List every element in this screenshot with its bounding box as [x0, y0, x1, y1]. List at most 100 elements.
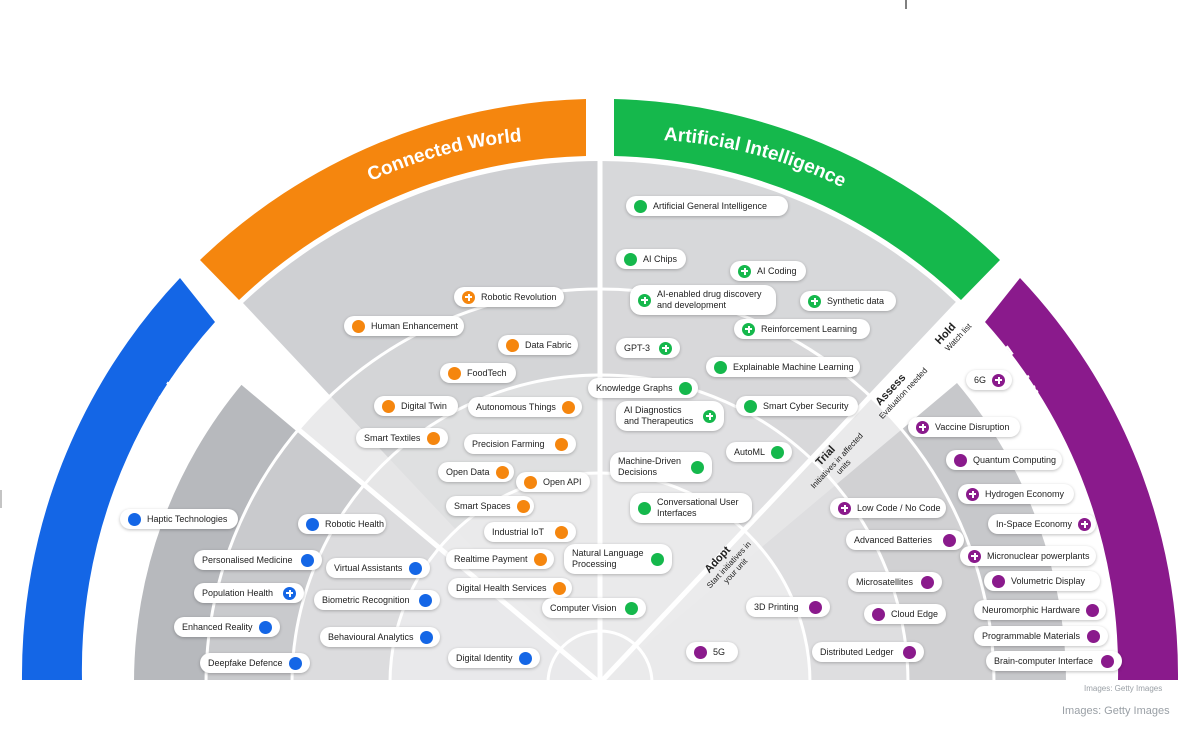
radar-item-ai-coding[interactable]: AI Coding: [730, 261, 806, 281]
radar-item-robotic-revolution[interactable]: Robotic Revolution: [454, 287, 564, 307]
radar-item-haptic[interactable]: Haptic Technologies: [120, 509, 238, 529]
radar-item-agi[interactable]: Artificial General Intelligence: [626, 196, 788, 216]
radar-item-data-fabric[interactable]: Data Fabric: [498, 335, 578, 355]
radar-item-label: Synthetic data: [827, 291, 884, 311]
band-enabling: [985, 278, 1179, 680]
radar-item-vaccine-disruption[interactable]: Vaccine Disruption: [908, 417, 1020, 437]
category-dot-icon: [954, 453, 967, 467]
radar-item-label-line: 3D Printing: [754, 602, 799, 612]
radar-item-label: Biometric Recognition: [322, 590, 410, 610]
radar-item-programmable-materials[interactable]: Programmable Materials: [974, 626, 1108, 646]
category-dot-icon: [419, 630, 433, 644]
category-dot-icon: [419, 593, 432, 607]
radar-item-personalised-medicine[interactable]: Personalised Medicine: [194, 550, 322, 570]
category-dot-icon: [561, 400, 575, 414]
radar-item-label-line: Open API: [543, 477, 582, 487]
radar-item-label: Data Fabric: [525, 335, 572, 355]
radar-item-open-api[interactable]: Open API: [516, 472, 590, 492]
radar-item-reinforcement-learning[interactable]: Reinforcement Learning: [734, 319, 870, 339]
radar-item-6g[interactable]: 6G: [966, 370, 1012, 390]
radar-item-5g[interactable]: 5G: [686, 642, 738, 662]
radar-item-label: GPT-3: [624, 338, 650, 358]
radar-item-label: Deepfake Defence: [208, 653, 283, 673]
radar-item-3d-printing[interactable]: 3D Printing: [746, 597, 830, 617]
radar-item-synthetic-data[interactable]: Synthetic data: [800, 291, 896, 311]
radar-item-industrial-iot[interactable]: Industrial IoT: [484, 522, 576, 542]
radar-item-digital-twin[interactable]: Digital Twin: [374, 396, 458, 416]
radar-item-distributed-ledger[interactable]: Distributed Ledger: [812, 642, 924, 662]
radar-item-label-line: Enhanced Reality: [182, 622, 253, 632]
radar-item-label-line: Deepfake Defence: [208, 658, 283, 668]
radar-item-label: Human Enhancement: [371, 316, 458, 336]
radar-item-volumetric-display[interactable]: Volumetric Display: [984, 571, 1100, 591]
category-dot-icon: [678, 381, 692, 395]
radar-item-neuromorphic[interactable]: Neuromorphic Hardware: [974, 600, 1106, 620]
radar-item-label: Digital Identity: [456, 648, 513, 668]
radar-item-label: Digital Health Services: [456, 578, 547, 598]
radar-item-label-line: Natural Language: [572, 548, 644, 558]
category-dot-icon: [495, 465, 509, 479]
new-item-plus-icon: [966, 487, 979, 501]
radar-item-label-line: Behavioural Analytics: [328, 632, 414, 642]
radar-item-digital-identity[interactable]: Digital Identity: [448, 648, 540, 668]
radar-item-label: 5G: [713, 642, 725, 662]
radar-item-low-code[interactable]: Low Code / No Code: [830, 498, 946, 518]
radar-item-smart-textiles[interactable]: Smart Textiles: [356, 428, 448, 448]
radar-item-open-data[interactable]: Open Data: [438, 462, 514, 482]
category-dot-icon: [771, 445, 785, 459]
category-dot-icon: [943, 533, 956, 547]
radar-item-hydrogen-economy[interactable]: Hydrogen Economy: [958, 484, 1074, 504]
radar-item-robotic-health[interactable]: Robotic Health: [298, 514, 386, 534]
radar-item-label-line: and Therapeutics: [624, 416, 694, 426]
radar-item-gpt3[interactable]: GPT-3: [616, 338, 680, 358]
radar-item-autonomous-things[interactable]: Autonomous Things: [468, 397, 582, 417]
radar-item-precision-farming[interactable]: Precision Farming: [464, 434, 576, 454]
radar-item-realtime-payment[interactable]: Realtime Payment: [446, 549, 554, 569]
new-item-plus-icon: [659, 341, 672, 355]
radar-item-in-space-economy[interactable]: In-Space Economy: [988, 514, 1096, 534]
radar-item-label: FoodTech: [467, 363, 507, 383]
category-dot-icon: [1087, 629, 1100, 643]
radar-item-human-enhancement[interactable]: Human Enhancement: [344, 316, 464, 336]
radar-item-biometric-recognition[interactable]: Biometric Recognition: [314, 590, 440, 610]
radar-item-micronuclear[interactable]: Micronuclear powerplants: [960, 546, 1096, 566]
radar-item-automl[interactable]: AutoML: [726, 442, 792, 462]
radar-item-label-line: Industrial IoT: [492, 527, 545, 537]
band-connected: [200, 99, 586, 300]
category-dot-icon: [744, 399, 757, 413]
radar-item-foodtech[interactable]: FoodTech: [440, 363, 516, 383]
radar-item-population-health[interactable]: Population Health: [194, 583, 304, 603]
radar-item-label-line: 6G: [974, 375, 987, 385]
radar-item-cloud-edge[interactable]: Cloud Edge: [864, 604, 946, 624]
radar-item-label-line: Smart Textiles: [364, 433, 421, 443]
radar-item-label-line: Microsatellites: [856, 577, 914, 587]
radar-item-advanced-batteries[interactable]: Advanced Batteries: [846, 530, 964, 550]
radar-item-explainable-ml[interactable]: Explainable Machine Learning: [706, 357, 860, 377]
radar-item-quantum-computing[interactable]: Quantum Computing: [946, 450, 1062, 470]
radar-item-virtual-assistants[interactable]: Virtual Assistants: [326, 558, 430, 578]
radar-item-digital-health-services[interactable]: Digital Health Services: [448, 578, 572, 598]
radar-item-computer-vision[interactable]: Computer Vision: [542, 598, 646, 618]
image-credit-small: Images: Getty Images: [1084, 684, 1163, 693]
radar-item-bci[interactable]: Brain-computer Interface: [986, 651, 1122, 671]
radar-item-label-line: AI-enabled drug discovery: [657, 289, 762, 299]
radar-item-enhanced-reality[interactable]: Enhanced Reality: [174, 617, 280, 637]
radar-item-knowledge-graphs[interactable]: Knowledge Graphs: [588, 378, 698, 398]
radar-item-label-line: In-Space Economy: [996, 519, 1073, 529]
radar-item-microsatellites[interactable]: Microsatellites: [848, 572, 942, 592]
radar-item-smart-cyber[interactable]: Smart Cyber Security: [736, 396, 858, 416]
radar-item-smart-spaces[interactable]: Smart Spaces: [446, 496, 534, 516]
radar-item-behavioural-analytics[interactable]: Behavioural Analytics: [320, 627, 440, 647]
category-dot-icon: [651, 552, 664, 566]
radar-item-deepfake-defence[interactable]: Deepfake Defence: [200, 653, 310, 673]
radar-item-ai-chips[interactable]: AI Chips: [616, 249, 686, 269]
category-dot-icon: [1086, 603, 1100, 617]
radar-item-label: Cloud Edge: [891, 604, 938, 624]
radar-item-label-line: Precision Farming: [472, 439, 545, 449]
radar-item-label-line: Decisions: [618, 467, 658, 477]
